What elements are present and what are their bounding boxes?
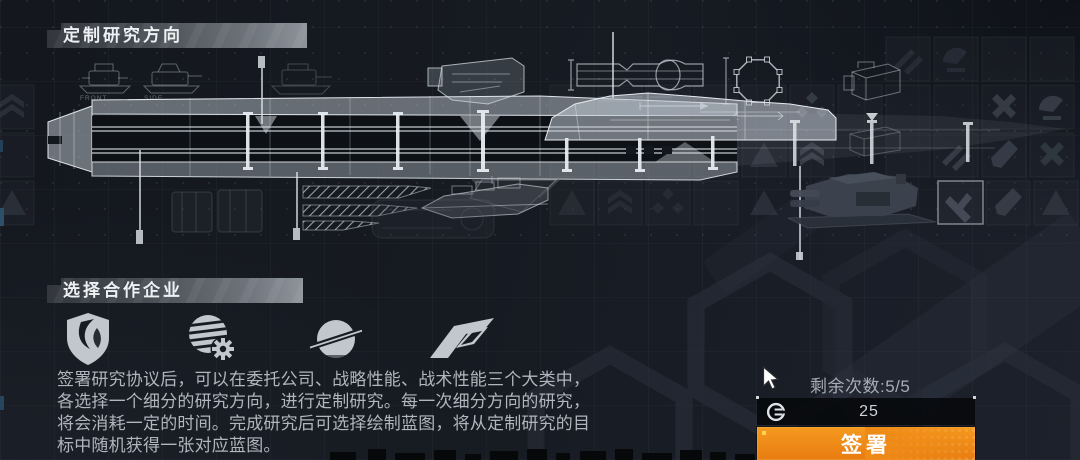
turret-wireframe-top bbox=[843, 61, 901, 101]
research-description: 签署研究协议后，可以在委托公司、战略性能、战术性能三个大类中，各选择一个细分的研… bbox=[57, 370, 591, 455]
down-arrow-marker bbox=[866, 113, 878, 121]
side-view-label: SIDE bbox=[144, 95, 163, 102]
button-halftone-fade bbox=[865, 427, 975, 460]
sign-button[interactable]: 签署 bbox=[757, 427, 975, 460]
button-corner-dot bbox=[762, 431, 766, 435]
hull-struts bbox=[243, 110, 973, 172]
turret-thumb-side bbox=[142, 63, 202, 94]
remaining-count-label: 剩余次数:5/5 bbox=[810, 377, 911, 396]
capsule-module bbox=[371, 199, 495, 239]
cargo-containers bbox=[171, 189, 263, 233]
globe-gear-logo[interactable] bbox=[186, 312, 238, 364]
delta-wing-logo[interactable] bbox=[428, 316, 496, 362]
main-hull bbox=[47, 92, 837, 213]
research-section-title: 定制研究方向 bbox=[63, 26, 183, 45]
screen-edge-ticks bbox=[0, 140, 4, 410]
turret-thumb-faded bbox=[270, 63, 332, 95]
partner-section-header: 选择合作企业 bbox=[47, 278, 303, 303]
partner-section-title: 选择合作企业 bbox=[63, 281, 183, 300]
currency-coin-icon bbox=[766, 402, 787, 421]
turret-thumb-front bbox=[78, 63, 132, 94]
cost-value: 25 bbox=[859, 402, 879, 420]
escort-ship-sideview bbox=[420, 176, 549, 219]
hatched-wing-sections bbox=[302, 185, 432, 231]
ship-blueprint: FRONT SIDE bbox=[47, 32, 1066, 260]
front-view-label: FRONT bbox=[80, 95, 107, 102]
shield-flame-logo[interactable] bbox=[64, 312, 112, 366]
corner-tick bbox=[973, 396, 976, 399]
corner-tick bbox=[756, 396, 759, 399]
turret-model bbox=[787, 172, 937, 229]
sign-button-label: 签署 bbox=[841, 433, 891, 457]
cost-bar: 25 bbox=[756, 396, 976, 425]
detached-module bbox=[427, 57, 525, 105]
mouse-cursor-icon bbox=[762, 366, 780, 390]
orbit-swoosh-logo[interactable] bbox=[310, 312, 362, 364]
partner-company-row bbox=[62, 312, 532, 368]
callout-lines bbox=[136, 32, 803, 260]
research-section-header: 定制研究方向 bbox=[47, 23, 307, 48]
